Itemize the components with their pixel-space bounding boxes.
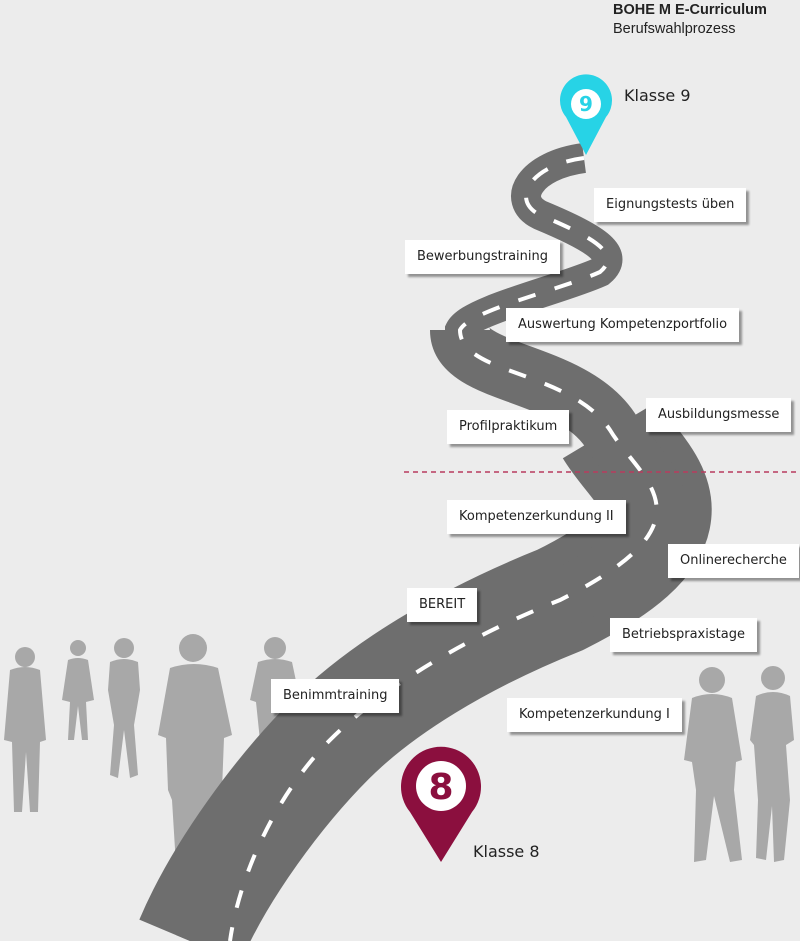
road-center-dashes bbox=[228, 156, 659, 941]
marker-klasse-9-label: Klasse 9 bbox=[624, 86, 691, 105]
marker-klasse-8-pin bbox=[400, 746, 481, 862]
marker-klasse-9-number: 9 bbox=[579, 92, 593, 116]
person-silhouette bbox=[108, 638, 140, 778]
step-profilpraktikum: Profilpraktikum bbox=[447, 410, 570, 444]
person-silhouette bbox=[684, 667, 742, 862]
step-kompetenzerkundung-i: Kompetenzerkundung I bbox=[507, 698, 682, 732]
marker-klasse-9-pin bbox=[560, 74, 612, 155]
marker-klasse-8-label: Klasse 8 bbox=[473, 842, 540, 861]
step-eignungstests: Eignungstests üben bbox=[594, 188, 747, 222]
page-title: BOHE M E-Curriculum bbox=[613, 2, 767, 18]
step-bewerbungstraining: Bewerbungstraining bbox=[405, 240, 561, 274]
step-kompetenzerkundung-ii: Kompetenzerkundung II bbox=[447, 500, 626, 534]
person-silhouette bbox=[750, 666, 794, 862]
marker-klasse-8-number: 8 bbox=[428, 767, 453, 808]
step-bereit: BEREIT bbox=[407, 588, 478, 622]
step-ausbildungsmesse: Ausbildungsmesse bbox=[646, 398, 792, 432]
step-benimmtraining: Benimmtraining bbox=[271, 679, 400, 713]
person-silhouette bbox=[4, 647, 46, 812]
step-onlinerecherche: Onlinerecherche bbox=[668, 544, 799, 578]
people-right-silhouettes bbox=[684, 666, 794, 862]
step-auswertung-kompetenzportfolio: Auswertung Kompetenzportfolio bbox=[506, 308, 740, 342]
page-subtitle: Berufswahlprozess bbox=[613, 21, 736, 37]
step-betriebspraxistage: Betriebspraxistage bbox=[610, 618, 757, 652]
person-silhouette bbox=[62, 640, 94, 740]
